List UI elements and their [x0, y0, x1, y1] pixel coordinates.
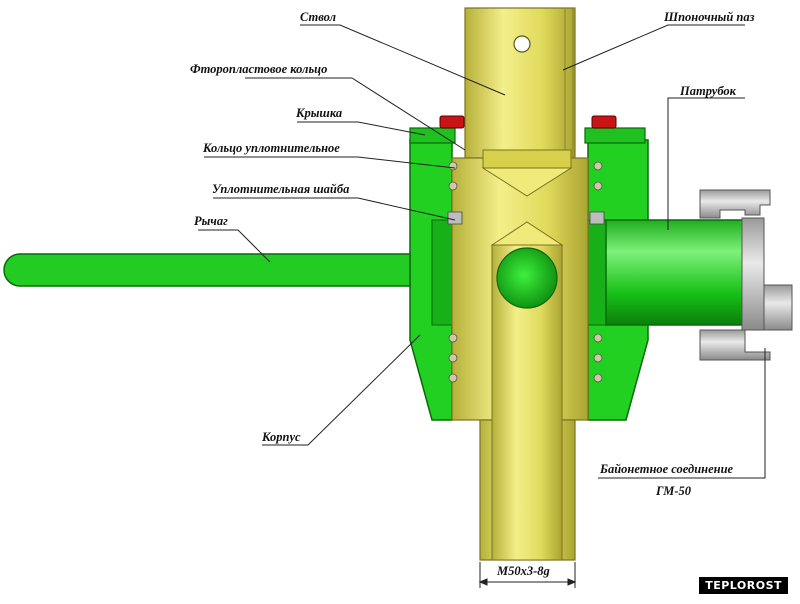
- cover-left: [409, 127, 456, 144]
- label-bayonet-line1: Байонетное соединение: [600, 462, 734, 476]
- label-branch-pipe: Патрубок: [680, 84, 736, 98]
- label-seal-ring: Кольцо уплотнительное: [203, 141, 340, 155]
- label-lever: Рычаг: [194, 214, 228, 228]
- flow-port: [496, 247, 558, 309]
- label-body: Корпус: [262, 430, 301, 444]
- lever: [3, 253, 411, 287]
- leader-lines: [198, 24, 766, 588]
- bayonet-connector: [699, 189, 793, 361]
- barrel: [451, 7, 589, 561]
- dimension-line: [478, 578, 577, 586]
- label-seal-washer: Уплотнительная шайба: [212, 182, 350, 196]
- seal-rings: [447, 161, 605, 383]
- label-bayonet-line2: ГМ-50: [656, 484, 692, 498]
- label-thread: М50х3-8g: [497, 564, 550, 578]
- label-key-slot: Шпоночный паз: [664, 10, 755, 24]
- label-cover: Крышка: [296, 106, 343, 120]
- cover-bolts: [439, 115, 617, 129]
- seal-washer-left: [447, 211, 463, 225]
- label-barrel: Ствол: [300, 10, 337, 24]
- seal-washer-right: [589, 211, 605, 225]
- label-ptfe-ring: Фторопластовое кольцо: [190, 62, 328, 76]
- barrel-pin-hole: [513, 35, 531, 53]
- branch-pipe: [605, 219, 747, 326]
- watermark: TEPLOROST: [699, 577, 788, 594]
- cover-right: [584, 127, 646, 144]
